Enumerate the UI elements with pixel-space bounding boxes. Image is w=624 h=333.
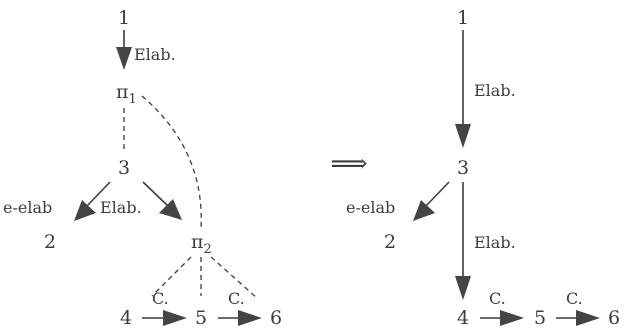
left-node-3: 3 xyxy=(118,157,130,179)
arrowhead-right-5-to-6 xyxy=(576,310,600,326)
arrowhead-right-4-to-5 xyxy=(500,310,524,326)
right-graph: 1 3 2 4 5 6 Elab. e-elab Elab. C. C. xyxy=(346,7,620,329)
right-node-5: 5 xyxy=(534,307,546,329)
right-node-2: 2 xyxy=(384,231,396,253)
left-node-2: 2 xyxy=(44,231,56,253)
arrowhead-left-3-to-pi2 xyxy=(159,199,182,220)
left-node-pi1-sub: 1 xyxy=(129,92,137,107)
edge-left-3-to-2 xyxy=(86,181,111,207)
right-node-3: 3 xyxy=(457,157,469,179)
arrowhead-right-3-to-4 xyxy=(455,276,471,300)
right-label-5-6: C. xyxy=(566,289,583,308)
left-node-pi2-sub: 2 xyxy=(204,242,212,257)
right-label-4-5: C. xyxy=(489,289,506,308)
left-node-pi1: π1 xyxy=(116,81,137,107)
implies-arrow: ⟹ xyxy=(330,149,367,179)
right-label-3-4: Elab. xyxy=(474,233,516,252)
right-node-4: 4 xyxy=(457,307,469,329)
right-node-1: 1 xyxy=(457,7,469,29)
right-node-6: 6 xyxy=(608,307,620,329)
left-node-pi1-base: π xyxy=(116,81,129,103)
left-node-pi2: π2 xyxy=(191,231,212,257)
left-label-3-pi2: Elab. xyxy=(100,198,142,217)
left-node-4: 4 xyxy=(120,307,132,329)
left-node-6: 6 xyxy=(270,307,282,329)
left-label-5-6: C. xyxy=(228,289,245,308)
left-node-1: 1 xyxy=(118,7,130,29)
arrowhead-left-3-to-2 xyxy=(74,200,96,221)
arrowhead-right-3-to-2 xyxy=(413,200,435,221)
left-label-4-5: C. xyxy=(152,289,169,308)
arrowhead-left-1-to-pi1 xyxy=(116,47,132,70)
left-node-pi2-base: π xyxy=(191,231,204,253)
arrowhead-right-1-to-3 xyxy=(455,124,471,148)
left-graph: 1 π1 3 2 π2 4 5 6 Elab. e-elab Elab. C. … xyxy=(3,7,282,329)
dashed-left-pi2-to-4 xyxy=(151,256,192,297)
edge-right-3-to-2 xyxy=(425,181,450,207)
left-node-5: 5 xyxy=(195,307,207,329)
right-label-1-3: Elab. xyxy=(474,81,516,100)
right-label-3-2: e-elab xyxy=(346,198,395,217)
arrowhead-left-4-to-5 xyxy=(163,310,187,326)
edge-left-3-to-pi2 xyxy=(142,181,169,207)
dashed-left-pi2-to-6 xyxy=(210,256,258,299)
arrowhead-left-5-to-6 xyxy=(238,310,262,326)
left-label-1-pi1: Elab. xyxy=(134,45,176,64)
left-label-3-2: e-elab xyxy=(3,198,52,217)
dashed-left-pi1-to-pi2 xyxy=(141,95,202,229)
